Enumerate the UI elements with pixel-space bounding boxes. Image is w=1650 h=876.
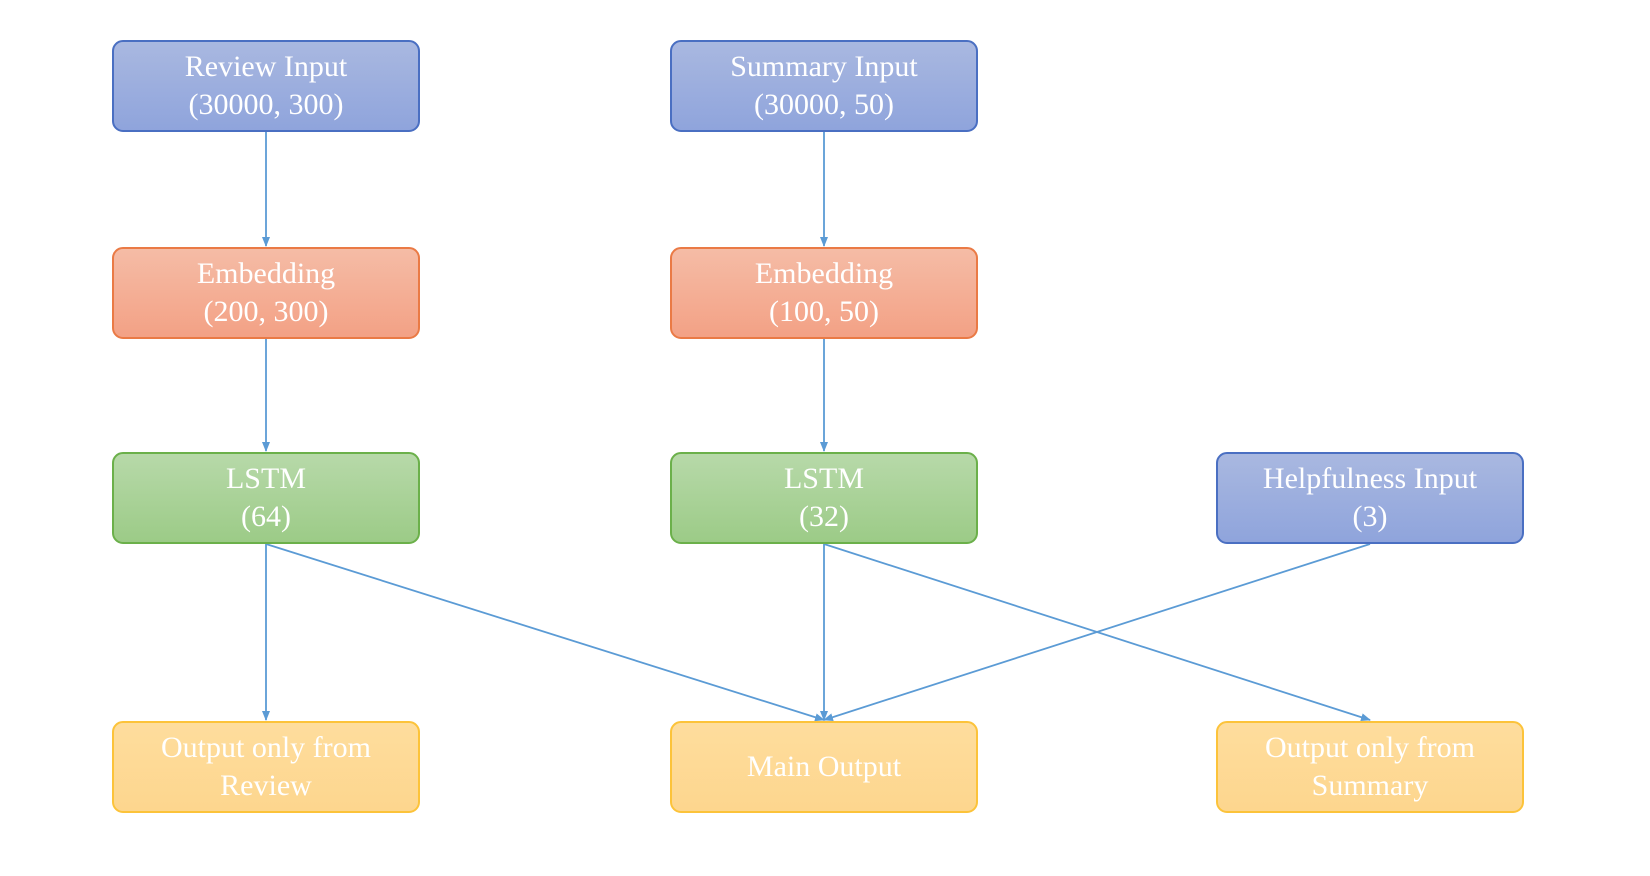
node-summary-lstm: LSTM (32) <box>670 452 978 544</box>
node-summary-embedding-shape: (100, 50) <box>769 295 879 328</box>
node-output-summary: Output only from Summary <box>1216 721 1524 813</box>
edge-helpfulness-input-to-main-output <box>823 543 1371 722</box>
node-review-lstm-units: (64) <box>241 500 291 533</box>
edge-review-lstm-to-main-output <box>265 543 825 722</box>
node-summary-lstm-units: (32) <box>799 500 849 533</box>
node-review-lstm-title: LSTM <box>225 462 306 495</box>
node-summary-embedding: Embedding (100, 50) <box>670 247 978 339</box>
node-main-output-title: Main Output <box>746 750 902 783</box>
node-output-review-line2: Review <box>220 769 312 802</box>
node-output-review: Output only from Review <box>112 721 420 813</box>
node-review-input: Review Input (30000, 300) <box>112 40 420 132</box>
node-helpfulness-input-shape: (3) <box>1352 500 1388 533</box>
node-review-embedding: Embedding (200, 300) <box>112 247 420 339</box>
node-review-input-title: Review Input <box>184 50 348 83</box>
node-output-summary-line2: Summary <box>1311 769 1429 802</box>
node-review-input-shape: (30000, 300) <box>188 88 344 121</box>
node-review-embedding-title: Embedding <box>196 257 336 290</box>
node-summary-lstm-title: LSTM <box>783 462 864 495</box>
node-review-lstm: LSTM (64) <box>112 452 420 544</box>
node-summary-input: Summary Input (30000, 50) <box>670 40 978 132</box>
node-summary-input-title: Summary Input <box>730 50 918 83</box>
node-main-output: Main Output <box>670 721 978 813</box>
node-helpfulness-input-title: Helpfulness Input <box>1262 462 1478 495</box>
node-helpfulness-input: Helpfulness Input (3) <box>1216 452 1524 544</box>
node-summary-embedding-title: Embedding <box>754 257 894 290</box>
node-summary-input-shape: (30000, 50) <box>754 88 894 121</box>
node-output-summary-line1: Output only from <box>1265 731 1475 764</box>
node-output-review-line1: Output only from <box>161 731 371 764</box>
node-review-embedding-shape: (200, 300) <box>203 295 329 328</box>
